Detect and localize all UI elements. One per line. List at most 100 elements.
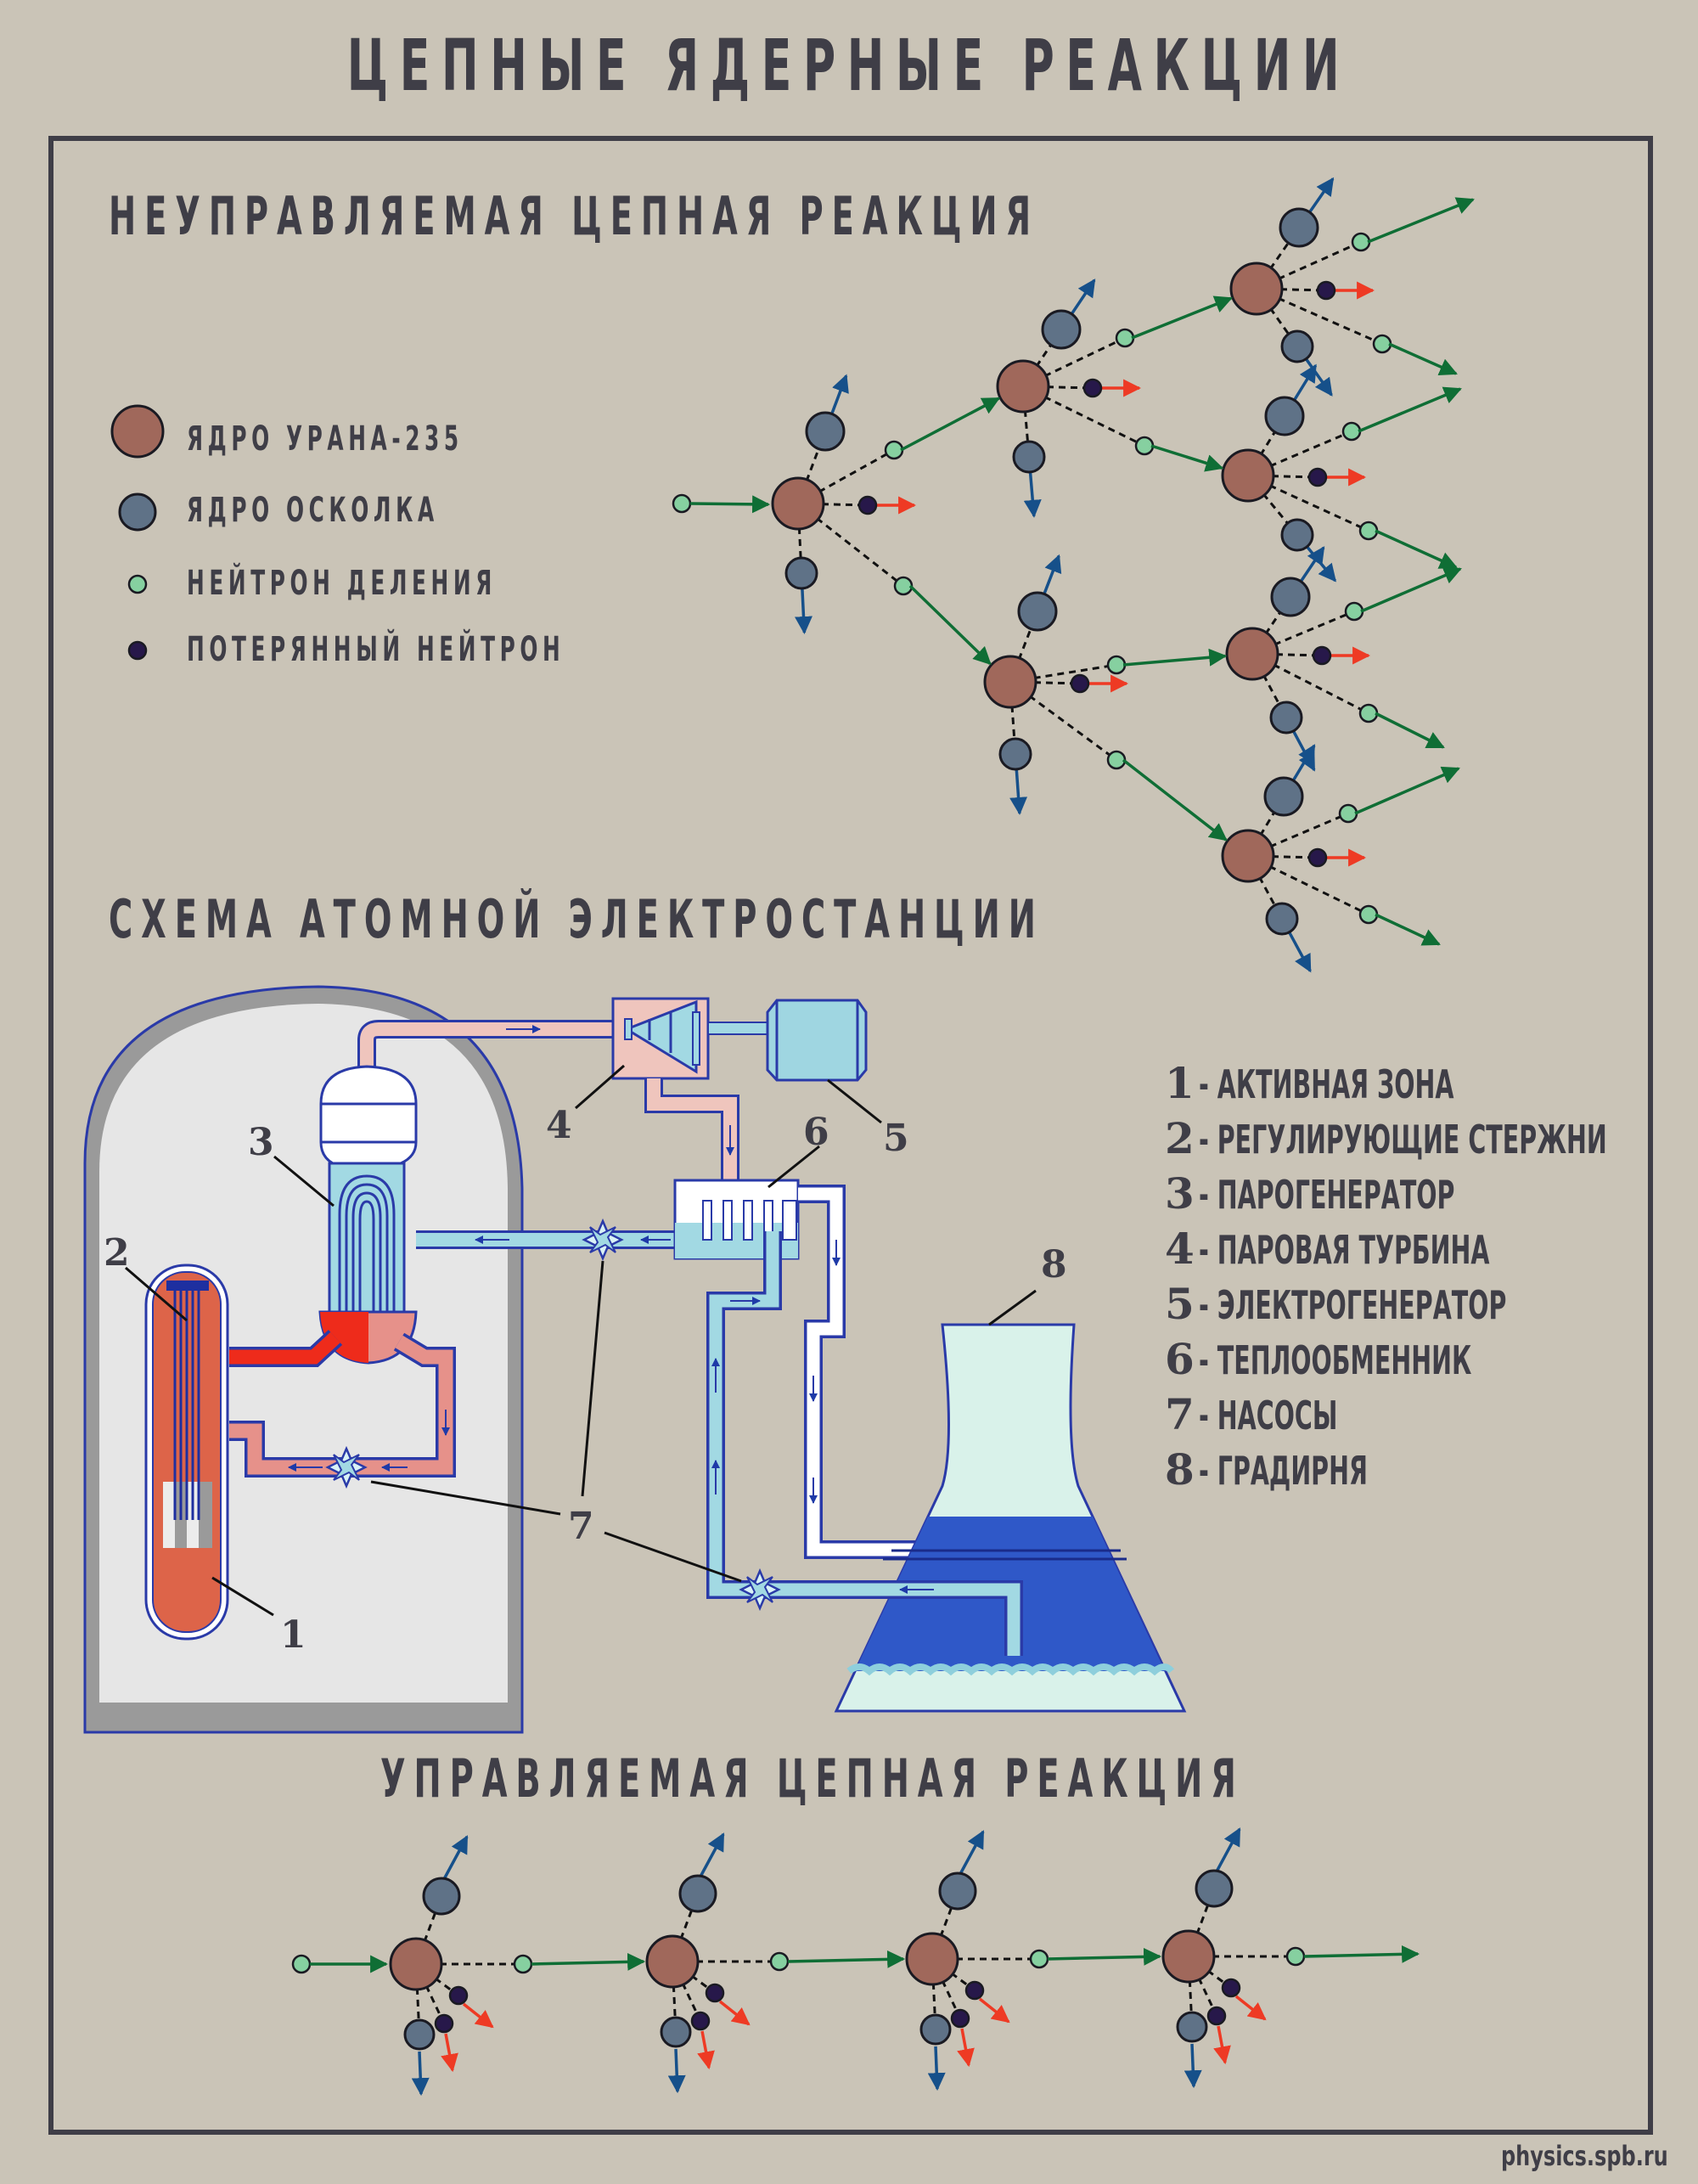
- key-num: 5: [1165, 1279, 1195, 1329]
- fission-neutron-icon: [127, 574, 148, 594]
- fragment-nucleus: [1280, 329, 1314, 363]
- lost-neutron-arrow: [957, 2028, 975, 2068]
- key-text: - ПАРОГЕНЕРАТОР: [1199, 1172, 1455, 1218]
- lost-neutron-arrow: [441, 2033, 458, 2073]
- pump-cooling: [739, 1568, 781, 1612]
- key-row-4: 4- ПАРОВАЯ ТУРБИНА: [1165, 1224, 1667, 1274]
- fragment-arrow: [699, 1832, 725, 1877]
- exhaust-steam-pipe: [644, 1078, 739, 1180]
- uranium-nucleus: [983, 655, 1037, 709]
- fragment-nucleus: [1041, 309, 1082, 350]
- fragment-nucleus: [998, 737, 1032, 771]
- fragment-nucleus: [1269, 701, 1303, 735]
- callout-6: 6: [803, 1111, 829, 1154]
- lost-neutron: [1312, 645, 1332, 666]
- callout-7: 7: [568, 1505, 594, 1548]
- fragment-nucleus: [1017, 591, 1058, 632]
- legend-label-neutron: НЕЙТРОН ДЕЛЕНИЯ: [187, 564, 497, 603]
- generator-shaft: [707, 1022, 768, 1035]
- neutron-arrow: [1131, 296, 1233, 340]
- callout-1: 1: [280, 1613, 306, 1657]
- key-row-8: 8- ГРАДИРНЯ: [1165, 1444, 1471, 1494]
- lost-neutron: [690, 2011, 711, 2031]
- fragment-nucleus: [1012, 440, 1046, 474]
- key-text: - ЭЛЕКТРОГЕНЕРАТОР: [1199, 1282, 1507, 1328]
- callout-2: 2: [104, 1231, 130, 1275]
- lost-neutron: [1307, 847, 1328, 868]
- reactor-vessel: [144, 1264, 229, 1641]
- key-row-6: 6 - ТЕПЛООБМЕННИК: [1165, 1334, 1639, 1384]
- fragment-nucleus: [678, 1874, 717, 1913]
- key-num: 4: [1165, 1224, 1195, 1274]
- neutron-arrow: [787, 1950, 906, 1968]
- lost-neutron: [434, 2013, 454, 2034]
- poster-title: ЦЕПНЫЕ ЯДЕРНЫЕ РЕАКЦИИ: [346, 24, 1352, 107]
- neutron-arrow: [1375, 913, 1441, 946]
- section-title-plant: СХЕМА АТОМНОЙ ЭЛЕКТРОСТАНЦИИ: [109, 888, 1044, 950]
- uranium-nucleus: [996, 359, 1050, 414]
- neutron-arrow: [1354, 766, 1460, 815]
- lost-neutron: [1316, 280, 1336, 301]
- neutron-arrow: [1375, 529, 1458, 569]
- fragment-nucleus: [1265, 902, 1299, 936]
- lost-neutron: [448, 1985, 469, 2006]
- lost-neutron: [1307, 467, 1328, 487]
- neutron-arrow: [1375, 712, 1445, 749]
- key-text: - АКТИВНАЯ ЗОНА: [1199, 1061, 1454, 1107]
- fragment-arrow: [411, 2051, 430, 2097]
- steam-generator: [318, 1065, 418, 1365]
- key-num: 7: [1165, 1389, 1195, 1439]
- fragment-nucleus: [1263, 776, 1304, 817]
- fragment-arrow: [959, 1830, 985, 1875]
- lost-neutron: [1221, 1978, 1241, 1998]
- uranium-nucleus: [905, 1932, 959, 1986]
- fragment-nucleus-icon: [118, 493, 157, 532]
- lost-neutron: [950, 2008, 970, 2029]
- dashed-link: [1251, 652, 1369, 715]
- key-row-7: 7 - НАСОСЫ: [1165, 1389, 1423, 1439]
- dashed-link: [1009, 680, 1117, 762]
- fragment-nucleus: [660, 2016, 692, 2048]
- lost-neutron-arrow: [978, 1997, 1010, 2024]
- fragment-nucleus: [1270, 577, 1311, 617]
- key-text: - ГРАДИРНЯ: [1199, 1448, 1368, 1494]
- uranium-nucleus: [771, 476, 825, 531]
- neutron-arrow: [1047, 1947, 1162, 1966]
- fragment-nucleus: [1279, 207, 1319, 248]
- uranium-nucleus-icon: [110, 404, 165, 459]
- legend-label-uranium: ЯДРО УРАНА-235: [187, 419, 464, 459]
- lost-neutron: [964, 1980, 985, 2001]
- fragment-arrow: [1215, 1827, 1241, 1872]
- dashed-link: [1022, 385, 1145, 447]
- control-rods: [166, 1281, 209, 1520]
- callout-leaders: [125, 1064, 1037, 1617]
- fragment-nucleus: [919, 2013, 952, 2046]
- fragment-nucleus: [1176, 2011, 1208, 2043]
- neutron-arrow: [1122, 758, 1228, 842]
- fragment-arrow: [1184, 2043, 1202, 2089]
- key-num: 1: [1165, 1058, 1195, 1108]
- key-row-3: 3 - ПАРОГЕНЕРАТОР: [1165, 1168, 1611, 1219]
- uranium-nucleus: [389, 1937, 443, 1991]
- pump-feedwater: [582, 1218, 624, 1262]
- uranium-nucleus: [1161, 1929, 1216, 1984]
- fragment-nucleus: [1280, 518, 1314, 552]
- lost-neutron: [1070, 673, 1090, 694]
- lost-neutron-arrow: [462, 2002, 494, 2029]
- neutron-arrow: [1358, 386, 1462, 433]
- poster-frame: [48, 136, 1653, 2135]
- uranium-nucleus: [1229, 262, 1284, 316]
- section-title-controlled: УПРАВЛЯЕМАЯ ЦЕПНАЯ РЕАКЦИЯ: [380, 1748, 1245, 1810]
- neutron-arrow: [1388, 342, 1458, 375]
- fragment-arrow: [442, 1835, 469, 1880]
- key-row-2: 2- РЕГУЛИРУЮЩИЕ СТЕРЖНИ: [1165, 1113, 1698, 1163]
- key-row-5: 5- ЭЛЕКТРОГЕНЕРАТОР: [1165, 1279, 1695, 1329]
- fragment-arrow: [667, 2048, 686, 2094]
- fragment-nucleus: [784, 556, 818, 590]
- callout-8: 8: [1041, 1243, 1067, 1286]
- lost-neutron-icon: [127, 640, 148, 661]
- fragment-nucleus: [403, 2018, 436, 2051]
- neutron-arrow: [1122, 648, 1228, 667]
- lost-neutron-arrow: [1213, 2025, 1231, 2065]
